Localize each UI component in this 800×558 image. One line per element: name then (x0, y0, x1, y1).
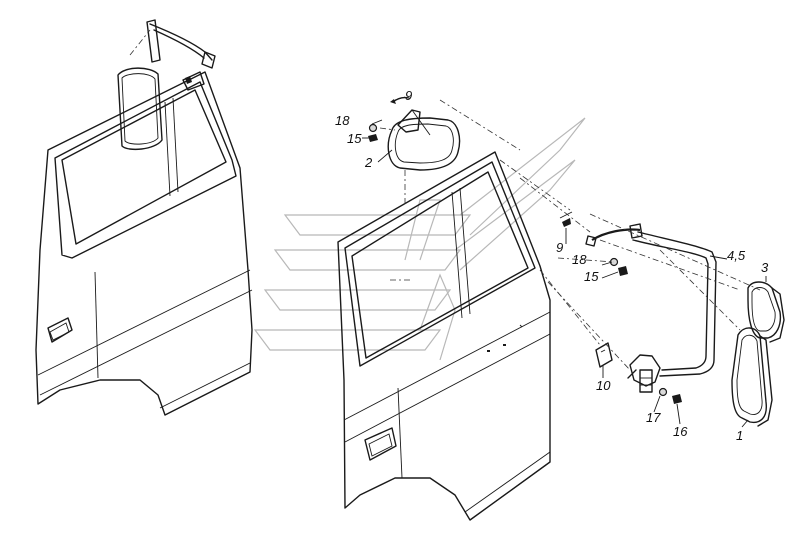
leader-lines (362, 96, 767, 428)
callout-1: 1 (736, 428, 743, 443)
callout-2: 2 (364, 155, 373, 170)
right-door (337, 151, 551, 521)
callout-16: 16 (673, 424, 688, 439)
mirror-1 (731, 327, 773, 427)
callout-15-top: 15 (347, 131, 362, 146)
callout-10: 10 (596, 378, 611, 393)
callout-3: 3 (761, 260, 769, 275)
mirror-arm (559, 211, 717, 377)
watermark-logo (253, 117, 586, 361)
callout-9-top: 9 (405, 88, 412, 103)
callout-18-top: 18 (335, 113, 350, 128)
callout-9-right: 9 (556, 240, 563, 255)
mirror-3 (747, 281, 785, 343)
assembly-lines (129, 29, 761, 371)
left-mirror (117, 19, 216, 151)
lower-bracket (627, 354, 682, 404)
callout-labels: 9 18 15 2 9 18 15 4,5 3 10 17 16 1 (335, 88, 769, 443)
callout-17: 17 (646, 410, 661, 425)
callout-18-right: 18 (572, 252, 587, 267)
plate-10 (595, 342, 613, 368)
mirror-2 (368, 96, 461, 171)
callout-4-5: 4,5 (727, 248, 746, 263)
left-door (35, 71, 253, 416)
callout-15-right: 15 (584, 269, 599, 284)
